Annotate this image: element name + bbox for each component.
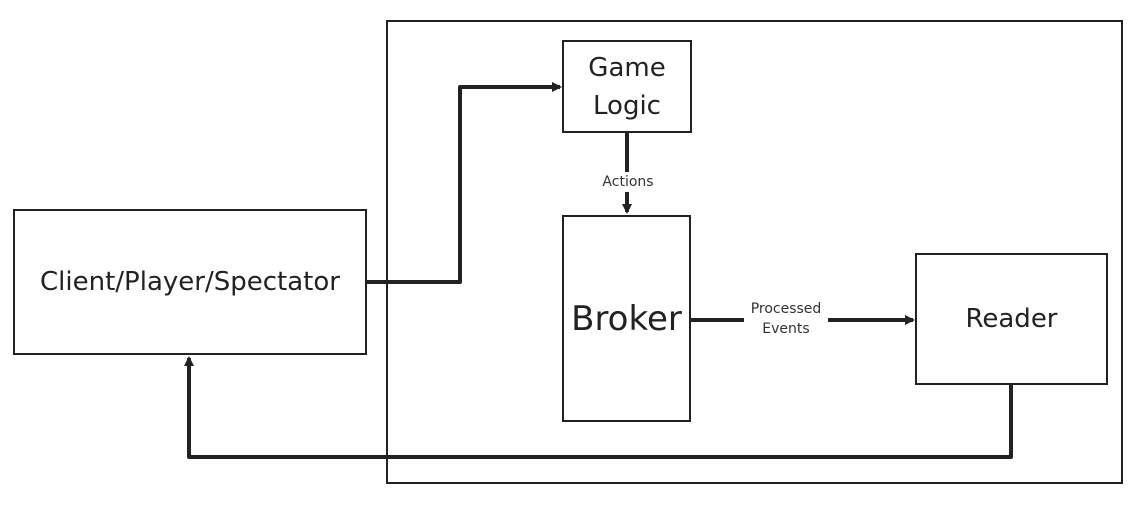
client-label: Client/Player/Spectator: [40, 267, 340, 297]
client-to-game-logic-arrow: [367, 82, 562, 284]
reader-label: Reader: [965, 304, 1058, 334]
reader-to-client-arrow: [184, 356, 1013, 459]
broker-node: Broker: [562, 215, 691, 422]
game-logic-node: Game Logic: [562, 40, 692, 133]
actions-edge-label: Actions: [597, 172, 659, 192]
broker-label: Broker: [571, 298, 682, 339]
processed-events-edge-label: Processed Events: [744, 299, 828, 339]
game-logic-label: Game Logic: [588, 52, 666, 121]
reader-node: Reader: [915, 253, 1108, 385]
client-node: Client/Player/Spectator: [13, 209, 367, 355]
system-boundary: [386, 20, 1123, 484]
